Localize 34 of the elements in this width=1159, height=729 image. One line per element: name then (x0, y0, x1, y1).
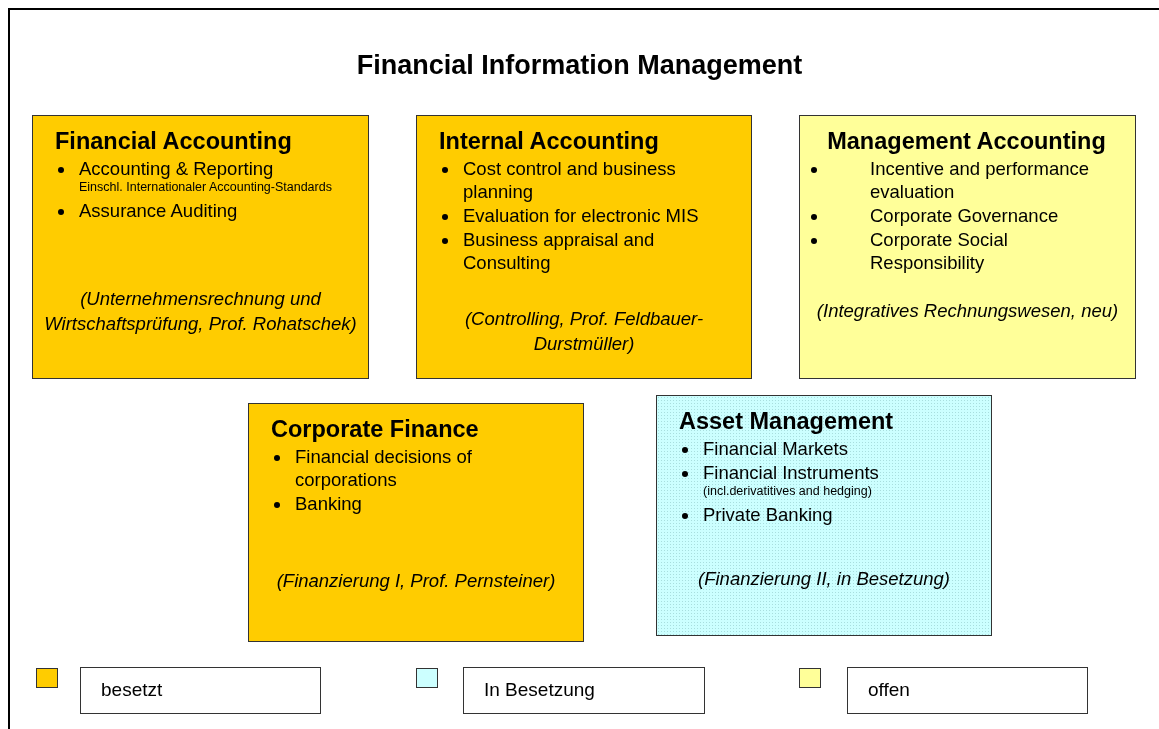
bullet-item: Financial Instruments (679, 461, 981, 484)
chair-note: (Controlling, Prof. Feldbauer-Durstmüller) (463, 307, 705, 356)
bullet-item: Evaluation for electronic MIS (439, 204, 741, 227)
bullet-item: Business appraisal and Consulting (439, 228, 741, 274)
legend-label: In Besetzung (463, 667, 705, 714)
category-box (416, 115, 752, 379)
bullet-item: Corporate Governance (808, 204, 1125, 227)
chair-note: (Unternehmensrechnung und Wirtschaftsprüfung, Prof. Rohatschek) (43, 287, 358, 336)
category-box (799, 115, 1136, 379)
bullet-item: Banking (271, 492, 573, 515)
legend-label: offen (847, 667, 1088, 714)
box-heading: Financial Accounting (55, 128, 293, 155)
chair-note: (Finanzierung II, in Besetzung) (697, 567, 951, 591)
bullet-item: Financial Markets (679, 437, 981, 460)
legend-label: besetzt (80, 667, 321, 714)
category-box (248, 403, 584, 642)
category-box (32, 115, 369, 379)
box-heading: Corporate Finance (271, 416, 480, 443)
bullet-item: Cost control and business planning (439, 157, 741, 203)
category-box (656, 395, 992, 636)
bullet-item: Assurance Auditing (55, 199, 358, 222)
box-heading: Internal Accounting (439, 128, 660, 155)
bullet-item: Incentive and performance evaluation (808, 157, 1125, 203)
bullet-item: Accounting & Reporting (55, 157, 358, 180)
diagram-title: Financial Information Management (355, 50, 804, 81)
bullet-item: Private Banking (679, 503, 981, 526)
chair-note: (Integratives Rechnungswesen, neu) (815, 299, 1120, 323)
box-heading: Management Accounting (826, 128, 1107, 155)
chair-note: (Finanzierung I, Prof. Pernsteiner) (275, 569, 557, 593)
bullet-item: Corporate Social Responsibility (808, 228, 1125, 274)
item-detail: Einschl. Internationaler Accounting-Standards (78, 180, 333, 195)
item-detail: (incl.derivatitives and hedging) (702, 484, 873, 499)
bullet-item: Financial decisions of corporations (271, 445, 573, 491)
box-heading: Asset Management (679, 408, 895, 435)
